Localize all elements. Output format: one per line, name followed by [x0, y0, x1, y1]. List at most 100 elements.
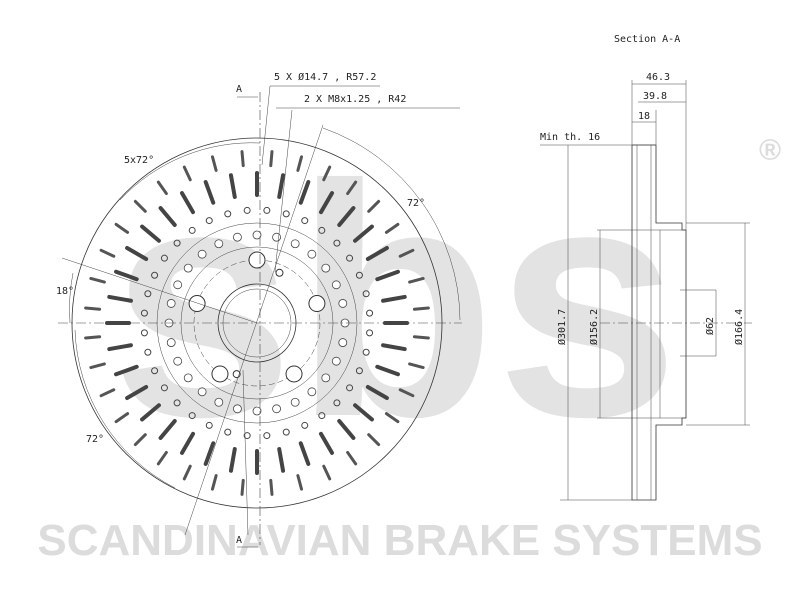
vent-dot [160, 384, 168, 392]
vent-dot [301, 217, 309, 225]
hub-hole [214, 239, 224, 249]
hub-hole [272, 404, 281, 414]
vent-slot [277, 447, 286, 473]
angle-label-72-bottom: 72° [86, 434, 104, 445]
hub-hole [173, 356, 183, 366]
vent-dot [205, 217, 213, 225]
vent-slot [337, 206, 356, 227]
vent-slot [203, 180, 216, 205]
vent-dot [282, 210, 290, 218]
hub-hole [197, 387, 207, 397]
vent-dot [318, 226, 326, 234]
vent-dot [173, 239, 181, 247]
vent-dot [263, 432, 271, 440]
vent-slot-outer [398, 388, 415, 398]
vent-slot [365, 246, 389, 261]
vent-slot-outer [322, 165, 332, 182]
vent-dot [144, 290, 152, 298]
vent-dot [362, 290, 370, 298]
vent-slot [319, 431, 334, 455]
vent-slot [158, 419, 177, 440]
sbs-watermark: sbs ® SCANDINAVIAN BRAKE SYSTEMS [37, 116, 781, 565]
hub-hole [166, 338, 176, 347]
hub-hole [307, 387, 317, 397]
dim-18: 18 [638, 111, 650, 122]
vent-slot-outer [210, 474, 218, 491]
section-view: Section A-A 46.3 39.8 18 Min th. 16 Ø301… [540, 34, 752, 501]
vent-slot-outer [346, 180, 358, 196]
vent-slot-outer [84, 306, 102, 311]
vent-slot-outer [412, 306, 430, 311]
vent-slot-outer [99, 248, 116, 258]
vent-slot [228, 173, 237, 199]
vent-slot [140, 224, 161, 243]
registered-mark: ® [759, 134, 781, 167]
hub-hole [214, 397, 224, 407]
vent-dot [263, 206, 271, 214]
dia-301-7: Ø301.7 [556, 309, 568, 345]
vent-slot [180, 191, 195, 215]
vent-slot [158, 206, 177, 227]
vent-slot-outer [384, 222, 400, 234]
vent-dot [224, 428, 232, 436]
vent-slot [140, 403, 161, 422]
vent-slot-outer [269, 150, 274, 168]
hub-hole [338, 338, 348, 347]
vent-dot [188, 412, 196, 420]
vent-dot [243, 432, 251, 440]
bolt-hole [308, 295, 326, 313]
vent-dot [318, 412, 326, 420]
vent-slot [114, 364, 139, 377]
front-view: A A 5 X Ø14.7 , R57.2 2 X M8x1.25 , R42 … [56, 71, 462, 548]
section-title: Section A-A [614, 34, 680, 45]
vent-slot-outer [322, 464, 332, 481]
vent-slot-outer [296, 474, 304, 491]
vent-slot-outer [240, 150, 245, 168]
hub-hole [197, 249, 207, 259]
arc-72-right [322, 127, 461, 321]
vent-slot-outer [210, 155, 218, 172]
vent-slot-outer [384, 412, 400, 424]
vent-slot [114, 269, 139, 282]
thread-callout: 2 X M8x1.25 , R42 [304, 94, 406, 105]
bolt-hole [211, 365, 229, 383]
dim-39-8: 39.8 [643, 91, 667, 102]
vent-slot [319, 191, 334, 215]
vent-dot [140, 329, 148, 337]
bolt-hole [248, 251, 266, 269]
dia-156-2: Ø156.2 [588, 309, 600, 345]
vent-slot [298, 180, 311, 205]
vent-slot-outer [269, 478, 274, 496]
vent-slot [125, 246, 149, 261]
hub-hole [183, 263, 193, 273]
hub-hole [321, 263, 331, 273]
vent-dot [346, 384, 354, 392]
bolt-callout-leader [261, 85, 380, 166]
vent-slot-outer [99, 388, 116, 398]
vent-slot-outer [240, 478, 245, 496]
leader-line-d [242, 369, 249, 536]
ventilation-slots [84, 150, 430, 496]
bolt-holes [188, 251, 326, 383]
hub-hole [252, 406, 262, 416]
vent-slot-outer [296, 155, 304, 172]
vent-slot-outer [114, 412, 130, 424]
vent-slot-outer [133, 433, 147, 447]
hub-hole [338, 299, 348, 308]
vent-slot [375, 364, 400, 377]
hub-hole [233, 404, 242, 414]
vent-slot [228, 447, 237, 473]
section-marker-top: A [236, 84, 242, 95]
vent-slot-outer [89, 362, 106, 370]
vent-slot-outer [346, 450, 358, 466]
hub-hole [307, 249, 317, 259]
bolt-hole [188, 295, 206, 313]
leader-line-b [61, 257, 258, 324]
arc-72-bottom [74, 329, 176, 489]
brand-line: SCANDINAVIAN BRAKE SYSTEMS [37, 516, 762, 565]
vent-dot [205, 421, 213, 429]
vent-slot [375, 269, 400, 282]
hub-hole [290, 239, 300, 249]
vent-slot [353, 403, 374, 422]
vent-dot [243, 206, 251, 214]
